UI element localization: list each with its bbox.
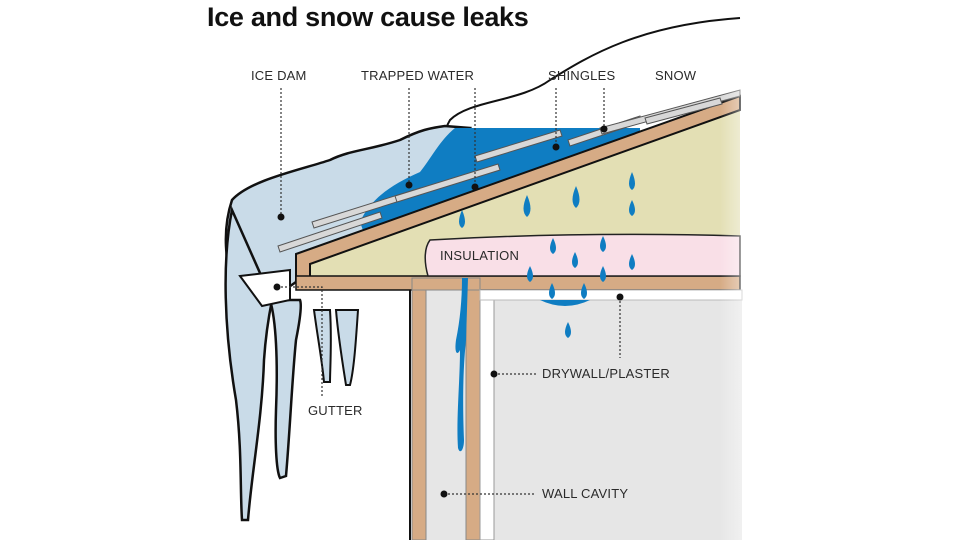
label-insulation: INSULATION bbox=[440, 248, 520, 263]
stud-right bbox=[465, 277, 481, 540]
water-drip-wall bbox=[455, 278, 468, 452]
label-drywall-plaster: DRYWALL/PLASTER bbox=[542, 366, 670, 381]
right-edge-fade bbox=[720, 80, 780, 540]
ceiling-joist bbox=[295, 275, 741, 291]
icicle-middle bbox=[268, 298, 303, 480]
icicle-small-2 bbox=[334, 309, 360, 386]
water-droplets bbox=[459, 172, 635, 338]
label-ice-dam: ICE DAM bbox=[251, 68, 307, 83]
label-gutter: GUTTER bbox=[308, 403, 363, 418]
drywall-panel bbox=[479, 289, 495, 540]
label-snow: SNOW bbox=[655, 68, 697, 83]
ceiling-drywall bbox=[479, 289, 743, 301]
label-shingles: SHINGLES bbox=[548, 68, 616, 83]
label-wall-cavity: WALL CAVITY bbox=[542, 486, 629, 501]
leader-dots bbox=[273, 125, 624, 498]
diagram-title: Ice and snow cause leaks bbox=[207, 2, 529, 32]
leader-lines bbox=[277, 88, 621, 495]
gutter bbox=[238, 268, 291, 308]
label-trapped-water: TRAPPED WATER bbox=[361, 68, 475, 83]
stud-left bbox=[411, 277, 427, 540]
insulation-batt bbox=[424, 233, 741, 277]
top-plate bbox=[411, 277, 481, 291]
